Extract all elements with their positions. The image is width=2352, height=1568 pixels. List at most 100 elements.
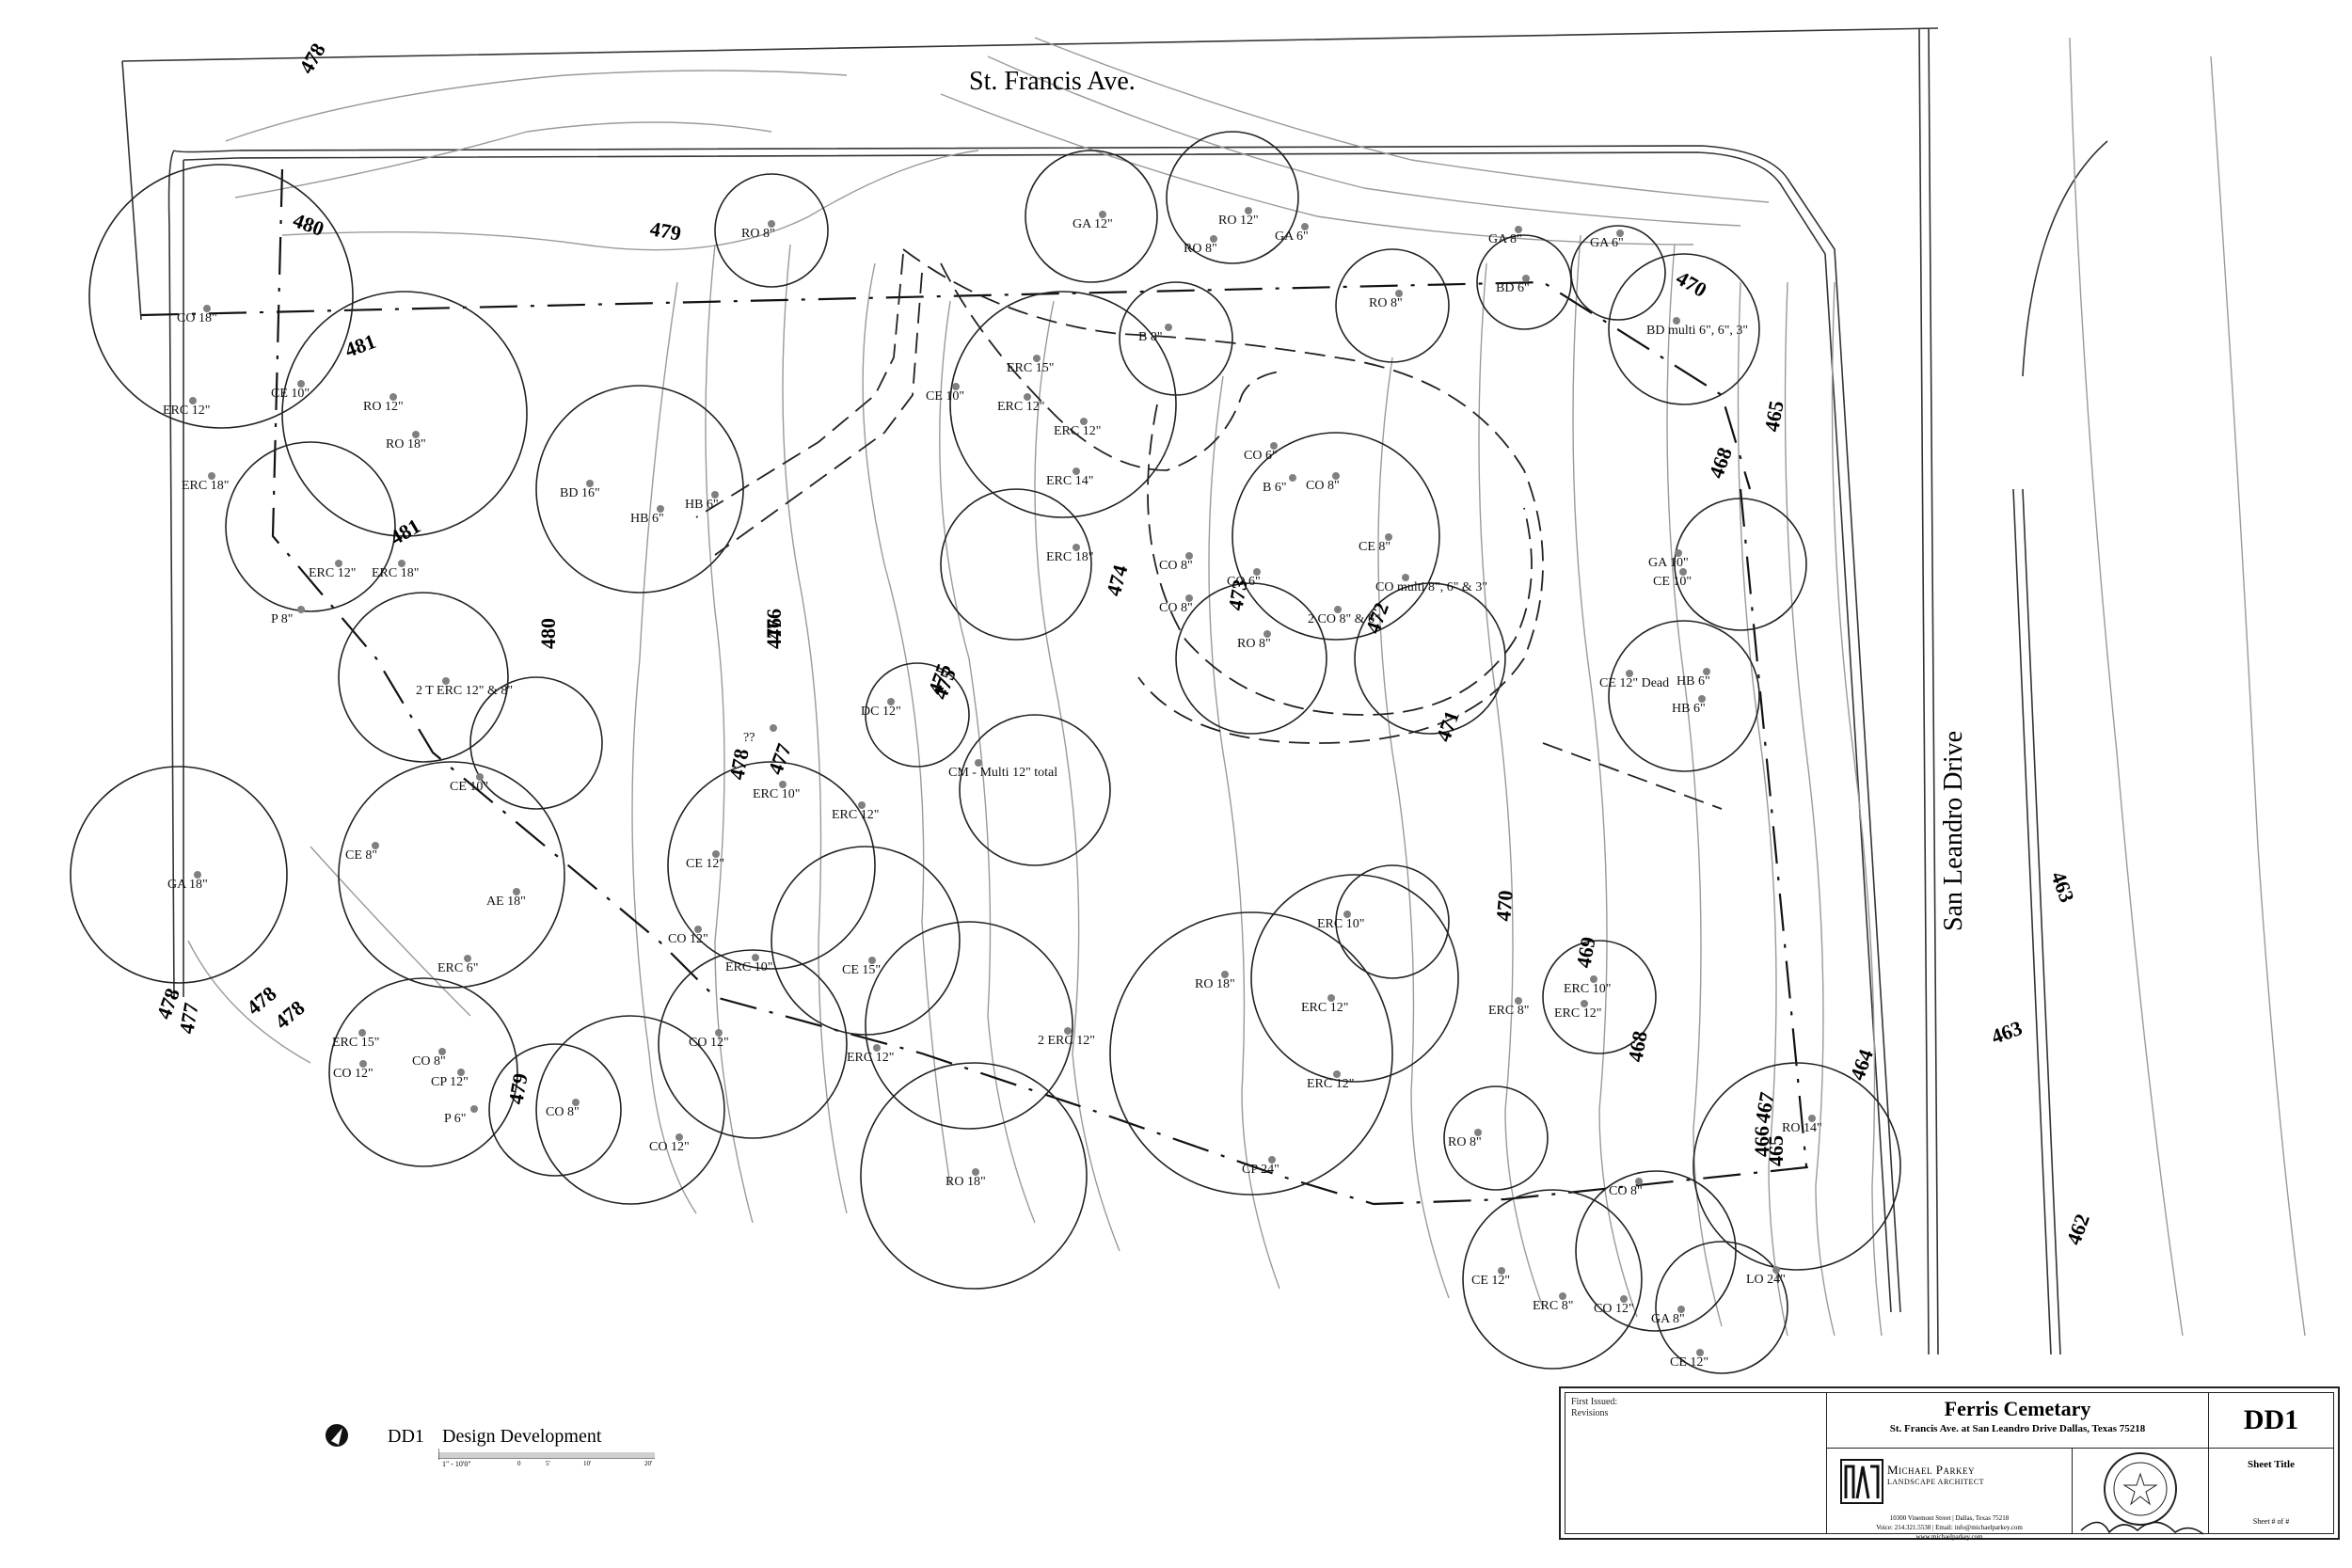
tree-label: ERC 15" [332,1036,379,1050]
tree-label: ERC 6" [437,961,478,975]
tree-label: CO 8" [546,1105,580,1119]
tree-label: 2 ERC 12" [1038,1034,1095,1048]
tree-label: CE 8" [345,848,377,863]
tree-label: CM - Multi 12" total [948,766,1057,780]
tree-marker: CE 10" [926,383,964,404]
tree-label: ERC 15" [1007,361,1054,375]
tree-marker: ERC 12" [847,1044,894,1065]
tree-label: RO 8" [1237,637,1271,651]
contour-label: 463 [2046,868,2079,906]
tree-marker: CO 12" [689,1029,729,1050]
scale-bar [438,1449,655,1460]
tree-trunk-dot [1581,1000,1588,1007]
contour-label: 476 [762,618,786,649]
tree-trunk-dot [1270,442,1278,450]
tree-label: RO 8" [1448,1135,1482,1149]
seal-area [2072,1448,2208,1535]
tree-marker: CP 24" [1242,1156,1279,1177]
tree-trunk-dot [194,871,201,879]
tree-marker: RO 18" [386,431,426,451]
tree-trunk-dot [972,1168,979,1176]
tree-trunk-dot [1185,552,1193,560]
tree-label: CE 10" [271,387,310,401]
tree-marker: ERC 18" [372,560,419,580]
north-arrow-icon [326,1424,348,1447]
tree-trunk-dot [1343,911,1351,918]
revisions-label: Revisions [1571,1408,1609,1418]
legend-sheet-code: DD1 [388,1426,424,1447]
property-line-outer [121,27,1939,1355]
tree-marker: GA 8" [1488,226,1522,246]
tree-label: CP 24" [1242,1163,1279,1177]
tree-marker: ERC 12" [997,393,1044,414]
street-label-north: St. Francis Ave. [969,67,1136,96]
tree-marker: BD 6" [1496,275,1530,295]
tree-label: HB 6" [1677,674,1710,689]
tree-label: ERC 14" [1046,474,1093,488]
tree-trunk-dot [1289,474,1296,482]
contour-label: 469 [1571,935,1599,970]
tree-trunk-dot [1677,1306,1685,1313]
tree-trunk-dot [1620,1295,1628,1303]
tree-label: ERC 12" [1307,1077,1354,1091]
tree-marker: ERC 6" [437,955,478,975]
tree-trunk-dot [572,1099,580,1106]
tree-marker: CP 12" [431,1069,469,1089]
tree-trunk-dot [712,850,720,858]
tree-marker: 2 T ERC 12" & 8" [416,677,513,698]
contour-label: 468 [1623,1029,1651,1064]
tree-label: CE 12" [1670,1355,1708,1370]
title-block-sheet: DD1 Sheet Title Sheet # of # [2209,1393,2333,1533]
tree-marker: CO 8" [1159,552,1193,573]
tree-marker: CO 8" [1609,1178,1643,1198]
legend-scale-text: 1" - 10'0" [442,1460,471,1468]
tree-trunk-dot [412,431,420,438]
tree-trunk-dot [1253,568,1261,576]
tree-marker: RO 18" [1195,971,1235,991]
tree-label: 2 CO 8" & 6" [1308,612,1380,626]
tree-label: CE 8" [1359,540,1391,554]
firm-logo-icon [1840,1459,1883,1504]
tree-marker: GA 10" [1648,549,1689,570]
tree-label: LO 24" [1746,1273,1786,1287]
tree-label: RO 8" [1184,242,1217,256]
tree-trunk-dot [372,842,379,849]
tree-trunk-dot [476,773,484,781]
tree-trunk-dot [389,393,397,401]
tree-trunk-dot [1395,290,1403,297]
tree-trunk-dot [208,472,215,480]
curb-line-inner [183,151,1892,1313]
street-label-east: San Leandro Drive [1939,731,1968,931]
tree-marker: RO 8" [1184,235,1217,256]
scale-tick-5: 5' [546,1460,550,1467]
tree-trunk-dot [1515,997,1522,1005]
tree-label: GA 8" [1651,1312,1685,1326]
legend-title: Design Development [442,1426,602,1447]
tree-label: CE 12" [686,857,724,871]
tree-marker: CO 12" [1594,1295,1634,1316]
tree-trunk-dot [1696,1349,1704,1356]
curb-line [167,145,1901,1313]
tree-trunk-dot [1402,574,1409,581]
tree-label: ERC 12" [309,566,356,580]
tree-trunk-dot [1808,1115,1816,1122]
tree-trunk-dot [768,220,775,228]
tree-trunk-dot [858,801,866,809]
firm-info: Michael Parkey LANDSCAPE ARCHITECT 10300… [1827,1448,2073,1541]
tree-label: CO 8" [1159,601,1193,615]
tree-trunk-dot [398,560,405,567]
tree-label: CE 12" Dead [1599,676,1669,690]
contour-label: 471 [1431,707,1464,745]
contour-label: 480 [536,618,560,649]
tree-label: GA 6" [1590,236,1624,250]
tree-trunk-dot [359,1060,367,1068]
tree-label: CO 12" [333,1067,373,1081]
tree-label: CO 8" [1609,1184,1643,1198]
tree-label: B 8" [1138,330,1163,344]
firm-subtitle: LANDSCAPE ARCHITECT [1887,1478,1985,1486]
tree-marker: HB 6" [630,505,664,526]
tree-label: GA 12" [1073,217,1113,231]
tree-label: P 8" [271,612,293,626]
tree-label: BD 16" [560,486,600,500]
